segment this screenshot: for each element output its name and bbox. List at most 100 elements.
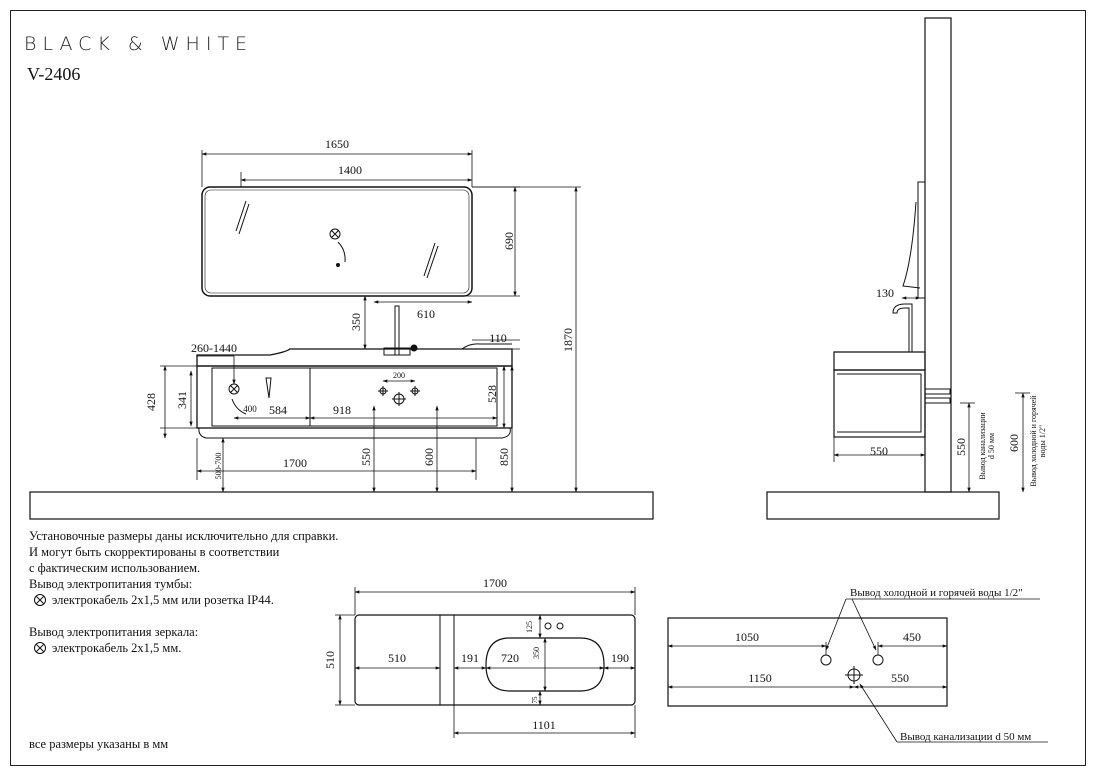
mirror-power-icon: [329, 228, 341, 240]
mirror-outer: [201, 186, 473, 297]
dim-mount-550: 550: [359, 448, 373, 466]
drawer-handle: [265, 377, 272, 399]
dim-top-basin-width: 720: [501, 651, 519, 665]
water-outlet-label-2: воды 1/2": [1038, 425, 1047, 457]
units-footnote: все размеры указаны в мм: [29, 737, 169, 751]
dim-top-bottom-offset: 75: [531, 696, 539, 704]
dim-mirror-glass: 1400: [338, 163, 362, 177]
cabinet-power-icon: [228, 383, 240, 395]
note-line-4: Вывод электропитания тумбы:: [29, 577, 193, 591]
dim-cabinet-width: 1700: [283, 456, 307, 470]
dim-mount-850: 850: [497, 448, 511, 466]
note-line-7: электрокабель 2х1,5 мм.: [52, 641, 182, 655]
side-countertop: [833, 351, 926, 371]
drain-outlet-cross: [845, 666, 863, 684]
water-outlet-label-1: Вывод холодной и горячей: [1029, 395, 1038, 487]
dim-drain-height: 550: [954, 438, 968, 456]
dim-mount-600: 600: [422, 448, 436, 466]
power-symbol-icon: [34, 642, 46, 654]
front-dimension-texts: 1650 1400 690 1870 350 610 110 260-1440 …: [144, 137, 575, 479]
wall-water-label: Вывод холодной и горячей воды 1/2": [850, 587, 1023, 599]
water-outlet-marks: [378, 386, 420, 406]
note-line-2: И могут быть скорректированы в соответст…: [29, 545, 280, 559]
mirror-sensor-dot: [336, 263, 340, 267]
mirror-sensor-arc: [337, 241, 346, 263]
top-view: [335, 587, 636, 738]
note-line-3: с фактическим использованием.: [29, 561, 201, 575]
drain-knob: [410, 344, 418, 352]
wall-drain-label: Вывод канализации d 50 мм: [900, 731, 1031, 743]
drawing-frame: [10, 10, 1086, 766]
front-dimension-lines: [160, 150, 581, 493]
wall-outline: [667, 617, 948, 707]
mirror-side: [917, 181, 926, 299]
cabinet-front: [211, 367, 498, 427]
dim-mirror-height: 690: [502, 232, 516, 250]
dim-drawer-left: 584: [269, 403, 287, 417]
mirror-bracket: [902, 201, 921, 289]
dim-faucet-offset: 610: [417, 307, 435, 321]
mirror-glass: [204, 189, 470, 294]
wall-dimension-texts: 1050 450 1150 550 Вывод холодной и горяч…: [735, 587, 1031, 743]
side-dimension-texts: 130 550 550 600 Вывод канализации d 50 м…: [870, 286, 1047, 487]
dim-drawer-right: 918: [333, 403, 351, 417]
dim-top-left-section: 510: [388, 651, 406, 665]
side-dimension-lines: [833, 296, 1030, 493]
side-cabinet: [833, 369, 926, 438]
dim-top-left-margin: 191: [461, 651, 479, 665]
drain-pipe: [924, 388, 951, 395]
tap-hole-2: [556, 622, 564, 630]
power-symbol-icon: [34, 594, 46, 606]
dim-cable-range: 260-1440: [191, 341, 237, 355]
dim-top-right-margin: 190: [611, 651, 629, 665]
cabinet-plinth: [198, 427, 511, 439]
front-view: [29, 150, 654, 520]
note-line-1: Установочные размеры даны исключительно …: [29, 529, 339, 543]
dim-wall-1050: 1050: [735, 630, 759, 644]
note-line-5: электрокабель 2х1,5 мм или розетка IP44.: [52, 593, 274, 607]
model-number: V-2406: [27, 64, 81, 84]
dim-top-vanity-width: 1101: [532, 718, 556, 732]
note-mirror-power: электрокабель 2х1,5 мм.: [29, 640, 338, 656]
dim-water-height: 600: [1007, 434, 1021, 452]
mirror-reflection-lines: [235, 200, 439, 279]
dim-side-depth: 550: [870, 444, 888, 458]
countertop-edge: [461, 343, 512, 350]
cabinet-sensor-arc: [231, 398, 247, 415]
wall-dimension-lines: [667, 598, 1048, 743]
note-cabinet-power: электрокабель 2х1,5 мм или розетка IP44.: [29, 592, 338, 608]
dim-wall-1150: 1150: [748, 671, 772, 685]
dim-mount-range: 500-700: [214, 453, 223, 480]
drain-outlet-label-2: d 50 мм: [987, 433, 996, 459]
basin-outline: [485, 637, 605, 692]
side-drawer: [837, 373, 922, 433]
wall: [924, 17, 952, 493]
dim-sensor-radius: 400: [243, 404, 257, 414]
installation-notes: Установочные размеры даны исключительно …: [29, 528, 338, 656]
dim-counter-height: 110: [489, 331, 507, 345]
dim-top-depth: 510: [323, 651, 337, 669]
brand-logo: BLACK & WHITE: [24, 33, 254, 55]
countertop: [196, 348, 513, 367]
tap-hole-1: [544, 622, 552, 630]
dim-mirror-total: 1650: [325, 137, 349, 151]
side-floor-slab: [766, 491, 1000, 520]
dim-total-height: 1870: [561, 328, 575, 352]
floor-slab: [29, 491, 654, 520]
note-line-6: Вывод электропитания зеркала:: [29, 625, 199, 639]
dim-top-width: 1700: [483, 576, 507, 590]
notes-spacer: [29, 608, 338, 624]
dim-faucet-projection: 130: [876, 286, 894, 300]
side-view: [766, 17, 1030, 520]
top-dimension-texts: 1700 510 510 191 720 190 350 125 75 1101: [323, 576, 629, 732]
dim-cabinet-height: 428: [144, 393, 158, 411]
dim-cabinet-right-height: 528: [485, 385, 499, 403]
dim-wall-450: 450: [903, 630, 921, 644]
water-pipe: [924, 397, 951, 404]
dim-top-tap-offset: 125: [525, 621, 534, 633]
hot-water-outlet: [872, 654, 884, 666]
dim-mirror-gap: 350: [349, 313, 363, 331]
top-outline: [354, 614, 636, 706]
dim-drawer-height: 341: [175, 391, 189, 409]
